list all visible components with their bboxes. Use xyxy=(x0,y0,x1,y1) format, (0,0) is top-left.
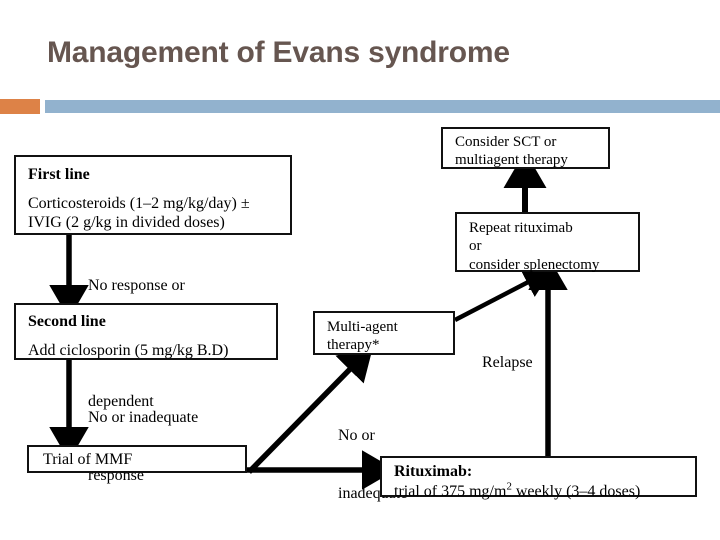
node-repeat-rituximab-body-3: consider splenectomy xyxy=(469,256,600,273)
flowchart-connectors xyxy=(49,151,568,490)
accent-bar-orange xyxy=(0,99,40,114)
edge-label-line-1: Relapse xyxy=(482,354,533,372)
node-consider-sct-body-2: multiagent therapy xyxy=(455,152,568,169)
edge-label-line-1: No or xyxy=(338,427,375,445)
node-trial-of-mmf[interactable]: Trial of MMF xyxy=(27,445,247,473)
node-multi-agent-therapy[interactable]: Multi-agent therapy* xyxy=(313,311,455,355)
node-repeat-rituximab[interactable]: Repeat rituximab or consider splenectomy xyxy=(455,212,640,273)
node-rituximab-body-1: trial of 375 mg/m xyxy=(394,482,507,500)
spacer xyxy=(28,332,266,341)
node-first-line-body-1: Corticosteroids (1–2 mg/kg/day) ± xyxy=(28,194,250,212)
edge-label-relapse: Relapse xyxy=(482,315,533,411)
node-rituximab-heading: Rituximab: xyxy=(394,463,473,480)
node-rituximab-body-2: weekly (3–4 doses) xyxy=(511,482,641,500)
spacer xyxy=(28,185,280,194)
accent-bar-blue xyxy=(45,100,720,113)
arrow-multiagent-to-repeat-relapse xyxy=(453,268,552,322)
edge-label-line-1: No response or xyxy=(88,277,185,295)
node-first-line-body-2: IVIG (2 g/kg in divided doses) xyxy=(28,214,225,232)
node-first-line-heading: First line xyxy=(28,166,90,183)
node-second-line-heading: Second line xyxy=(28,313,106,330)
node-repeat-rituximab-body-1: Repeat rituximab xyxy=(469,220,573,236)
edge-label-line-1: No or inadequate xyxy=(88,409,199,427)
page-title: Management of Evans syndrome xyxy=(47,36,510,69)
node-consider-sct-body-1: Consider SCT or xyxy=(455,134,557,150)
node-consider-sct[interactable]: Consider SCT or multiagent therapy xyxy=(441,127,610,169)
arrow-mmf-to-multiagent xyxy=(247,345,374,474)
flowchart: First line Corticosteroids (1–2 mg/kg/da… xyxy=(0,115,720,540)
node-multi-agent-therapy-body-1: Multi-agent xyxy=(327,319,398,335)
node-first-line[interactable]: First line Corticosteroids (1–2 mg/kg/da… xyxy=(14,155,292,235)
node-rituximab-body: trial of 375 mg/m2 weekly (3–4 doses) xyxy=(394,480,687,502)
node-trial-of-mmf-body-1: Trial of MMF xyxy=(43,451,133,468)
node-rituximab-body-superscript: 2 xyxy=(506,480,512,493)
edge-label-line-3: dependent xyxy=(88,392,154,410)
node-repeat-rituximab-body-2: or xyxy=(469,238,482,255)
node-second-line-body-1: Add ciclosporin (5 mg/kg B.D) xyxy=(28,341,229,359)
node-second-line[interactable]: Second line Add ciclosporin (5 mg/kg B.D… xyxy=(14,303,278,360)
node-rituximab[interactable]: Rituximab: trial of 375 mg/m2 weekly (3–… xyxy=(380,456,697,500)
node-multi-agent-therapy-body-2: therapy* xyxy=(327,337,380,354)
